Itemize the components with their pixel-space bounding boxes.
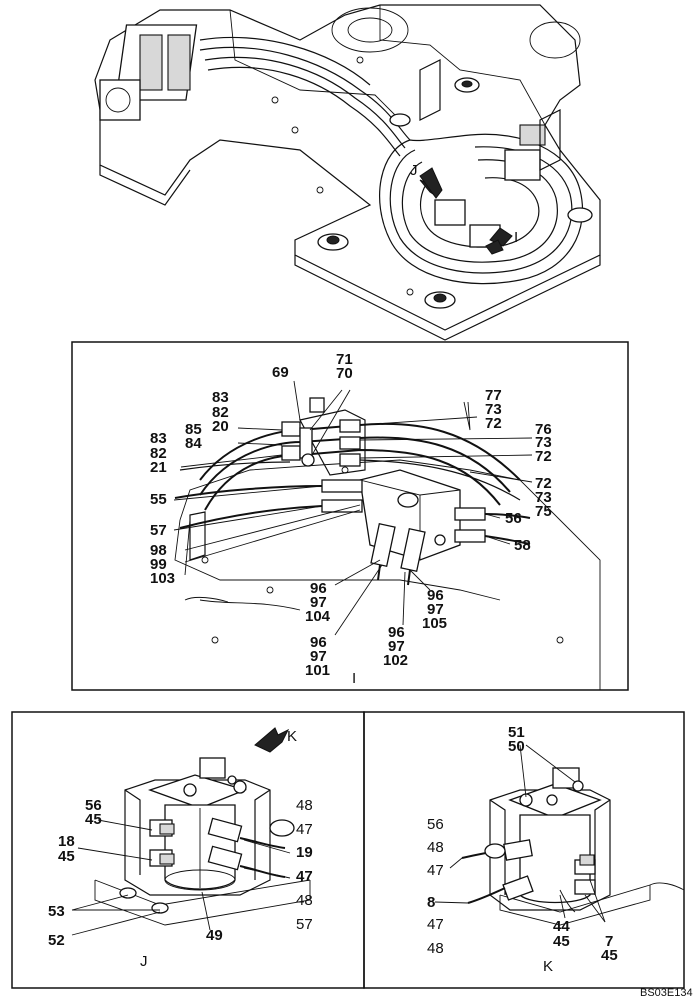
part-label: 103 [150, 570, 175, 587]
detail-view-k: 51 50 56 48 47 8 47 48 44 45 7 45 K [363, 711, 685, 989]
part-label: 19 [296, 844, 313, 861]
view-letter-i: I [514, 229, 518, 246]
part-label: 99 [150, 556, 167, 573]
detail-view-j: K [11, 711, 365, 989]
part-label: 45 [85, 811, 102, 828]
view-arrow-k-icon [254, 727, 290, 753]
part-label: 56 [427, 816, 444, 833]
detail-k-caption: K [543, 958, 553, 975]
detail-i-caption: I [352, 670, 356, 687]
part-label: 72 [535, 475, 552, 492]
part-label: 85 [185, 421, 202, 438]
part-label: 70 [336, 365, 353, 382]
part-label: 71 [336, 351, 353, 368]
part-label: 97 [427, 601, 444, 618]
part-label: 72 [485, 415, 502, 432]
part-label: 82 [150, 445, 167, 462]
detail-j-caption: J [140, 953, 148, 970]
part-label: 73 [485, 401, 502, 418]
part-label: 45 [553, 933, 570, 950]
part-label: 20 [212, 418, 229, 435]
part-label: 53 [48, 903, 65, 920]
part-label: 56 [85, 797, 102, 814]
part-label: 18 [58, 833, 75, 850]
part-label: 101 [305, 662, 330, 679]
part-label: 48 [296, 892, 313, 909]
part-label: 45 [58, 848, 75, 865]
part-label: 47 [427, 916, 444, 933]
part-label: 48 [296, 797, 313, 814]
part-label: 8 [427, 894, 435, 911]
part-label: 73 [535, 489, 552, 506]
overview-illustration: J I [94, 4, 601, 341]
part-label: 97 [388, 638, 405, 655]
part-label: 55 [150, 491, 167, 508]
part-label: 58 [514, 537, 531, 554]
part-label: 75 [535, 503, 552, 520]
part-label: 76 [535, 421, 552, 438]
part-label: 51 [508, 724, 525, 741]
view-letter-j: J [410, 162, 418, 179]
part-label: 96 [310, 580, 327, 597]
part-label: 84 [185, 435, 202, 452]
part-label: 47 [296, 868, 313, 885]
part-label: 48 [427, 940, 444, 957]
part-label: 102 [383, 652, 408, 669]
arrow-label-k: K [287, 728, 297, 745]
part-label: 96 [427, 587, 444, 604]
part-label: 97 [310, 594, 327, 611]
part-label: 72 [535, 448, 552, 465]
part-label: 83 [150, 430, 167, 447]
part-label: 44 [553, 918, 570, 935]
part-label: 50 [508, 738, 525, 755]
part-label: 97 [310, 648, 327, 665]
part-label: 7 [605, 933, 613, 950]
part-label: 57 [296, 916, 313, 933]
part-label: 52 [48, 932, 65, 949]
part-label: 47 [427, 862, 444, 879]
part-label: 73 [535, 434, 552, 451]
part-label: 77 [485, 387, 502, 404]
part-label: 57 [150, 522, 167, 539]
detail-view-i: 69 71 70 83 82 85 20 83 84 82 21 77 73 7… [71, 341, 629, 691]
drawing-code: BS03E134 [640, 987, 693, 999]
part-label: 56 [505, 510, 522, 527]
part-label: 96 [388, 624, 405, 641]
part-label: 47 [296, 821, 313, 838]
part-label: 49 [206, 927, 223, 944]
part-label: 83 [212, 389, 229, 406]
part-label: 21 [150, 459, 167, 476]
part-label: 82 [212, 404, 229, 421]
part-label: 48 [427, 839, 444, 856]
part-label: 104 [305, 608, 331, 625]
part-label: 45 [601, 947, 618, 964]
part-label: 105 [422, 615, 447, 632]
detail-i-frame [71, 341, 629, 691]
part-label: 69 [272, 364, 289, 381]
detail-k-frame [363, 711, 685, 989]
part-label: 98 [150, 542, 167, 559]
part-label: 96 [310, 634, 327, 651]
